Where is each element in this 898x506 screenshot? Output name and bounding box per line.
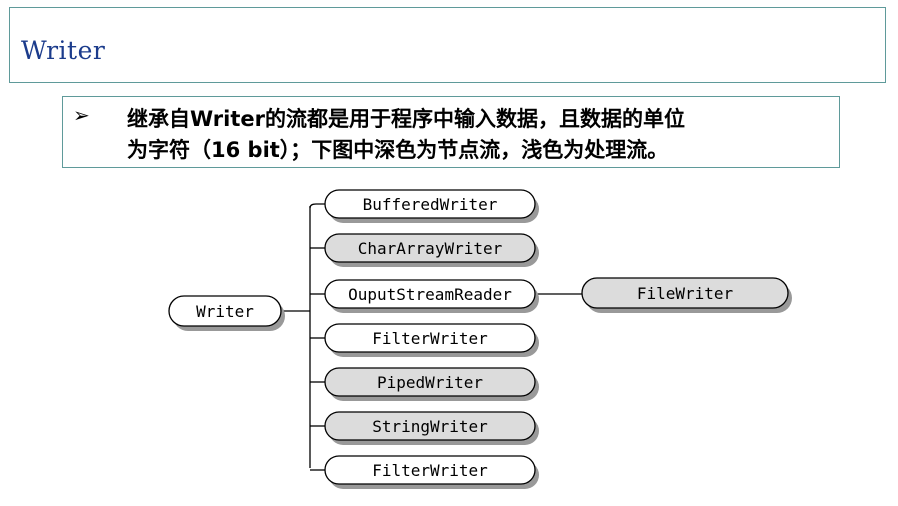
child-node-label: CharArrayWriter xyxy=(358,239,503,258)
child-node-shape xyxy=(324,323,536,353)
child-node: CharArrayWriter xyxy=(324,233,539,267)
child-node-shape xyxy=(324,279,536,309)
child-node-label: FilterWriter xyxy=(372,461,488,480)
child-node: FilterWriter xyxy=(324,323,539,357)
child-node: BufferedWriter xyxy=(324,189,539,223)
child-node-label: PipedWriter xyxy=(377,373,483,392)
child-node: PipedWriter xyxy=(324,367,539,401)
child-node: OuputStreamReader xyxy=(324,279,539,313)
child-node: FilterWriter xyxy=(324,455,539,489)
root-node-shape xyxy=(168,295,282,327)
sub-node-shape xyxy=(581,277,789,309)
child-node-label: BufferedWriter xyxy=(363,195,498,214)
note-line-2: 为字符（16 bit）；下图中深色为节点流，浅色为处理流。 xyxy=(127,138,669,162)
page-title: Writer xyxy=(21,36,106,65)
child-node-label: OuputStreamReader xyxy=(348,285,512,304)
bullet-arrow-icon: ➢ xyxy=(73,103,90,127)
branch-line xyxy=(309,203,325,209)
child-node-shape xyxy=(324,367,536,397)
connector-lines xyxy=(281,203,582,471)
note-line-1: 继承自Writer的流都是用于程序中输入数据，且数据的单位 xyxy=(127,107,685,131)
child-node: StringWriter xyxy=(324,411,539,445)
sub-node: FileWriter xyxy=(581,277,792,313)
child-node-shape xyxy=(324,411,536,441)
sub-node-label: FileWriter xyxy=(637,284,734,303)
title-box: Writer xyxy=(9,7,886,83)
child-node-shape xyxy=(324,233,536,263)
child-node-label: StringWriter xyxy=(372,417,488,436)
child-node-shape xyxy=(324,455,536,485)
child-node-label: FilterWriter xyxy=(372,329,488,348)
note-box: ➢ 继承自Writer的流都是用于程序中输入数据，且数据的单位 为字符（16 b… xyxy=(62,96,840,168)
root-node: Writer xyxy=(168,295,285,331)
child-node-shape xyxy=(324,189,536,219)
root-node-label: Writer xyxy=(196,302,254,321)
